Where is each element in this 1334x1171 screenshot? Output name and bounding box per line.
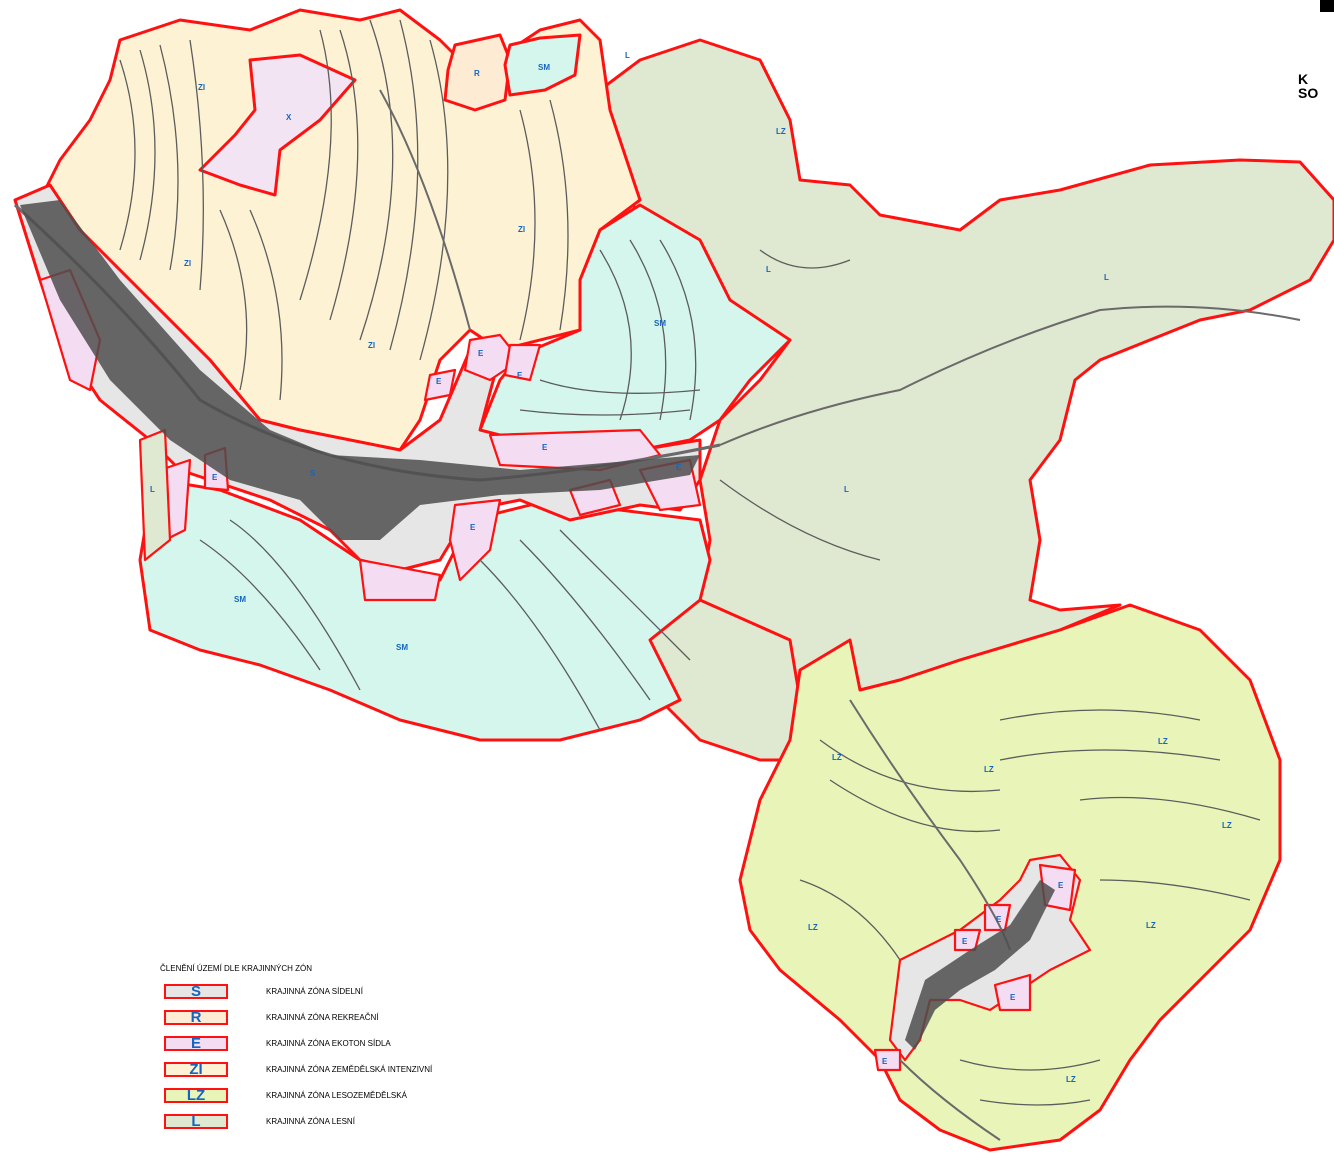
label-e-se4: E — [882, 1057, 888, 1066]
zone-sm-north — [503, 33, 582, 97]
label-zi-1: ZI — [198, 83, 205, 92]
label-e-se1: E — [1058, 881, 1064, 890]
label-x: X — [286, 113, 292, 122]
label-lz-4: LZ — [1222, 821, 1232, 830]
settlement-built-area — [20, 200, 1055, 1050]
map-title-line1: K — [1298, 71, 1309, 87]
legend-swatch: R — [164, 1009, 228, 1026]
legend-swatch: E — [164, 1035, 228, 1052]
label-e-west: E — [212, 473, 218, 482]
legend-label: KRAJINNÁ ZÓNA EKOTON SÍDLA — [266, 1039, 391, 1048]
zone-e-se4 — [873, 1048, 902, 1072]
zone-e-5 — [448, 498, 502, 582]
label-e-5: E — [470, 523, 476, 532]
label-lz-north: LZ — [776, 127, 786, 136]
legend-label: KRAJINNÁ ZÓNA REKREAČNÍ — [266, 1013, 379, 1022]
label-e-se3: E — [1010, 993, 1016, 1002]
map-title: K SO — [1298, 72, 1318, 100]
parcel-lines — [119, 19, 1261, 1106]
label-lz-6: LZ — [1146, 921, 1156, 930]
zone-recreation — [443, 33, 512, 112]
legend-item: L KRAJINNÁ ZÓNA LESNÍ — [164, 1113, 484, 1132]
label-e-se5: E — [962, 937, 968, 946]
label-e-6: E — [676, 463, 682, 472]
legend-label: KRAJINNÁ ZÓNA LESNÍ — [266, 1117, 355, 1126]
zone-x — [198, 53, 357, 197]
label-zi-4: ZI — [368, 341, 375, 350]
legend-item: ZI KRAJINNÁ ZÓNA ZEMĚDĚLSKÁ INTENZIVNÍ — [164, 1061, 484, 1080]
legend-item: S KRAJINNÁ ZÓNA SÍDELNÍ — [164, 983, 484, 1002]
label-l-east: L — [1104, 273, 1109, 282]
label-sm-sw: SM — [234, 595, 246, 604]
label-lz-2: LZ — [984, 765, 994, 774]
zone-e-se3 — [993, 973, 1032, 1012]
zone-forest-east — [598, 38, 1334, 722]
legend-label: KRAJINNÁ ZÓNA ZEMĚDĚLSKÁ INTENZIVNÍ — [266, 1065, 433, 1074]
label-e-1: E — [478, 349, 484, 358]
legend: ČLENĚNÍ ÚZEMÍ DLE KRAJINNÝCH ZÓN S KRAJIN… — [160, 964, 484, 1130]
label-r: R — [474, 69, 480, 78]
zone-e-south — [358, 558, 442, 602]
label-sm-mid: SM — [654, 319, 666, 328]
label-s-main: S — [310, 469, 316, 478]
label-l-north: L — [625, 51, 630, 60]
legend-swatch: ZI — [164, 1061, 228, 1078]
label-zi-3: ZI — [184, 259, 191, 268]
legend-title: ČLENĚNÍ ÚZEMÍ DLE KRAJINNÝCH ZÓN — [160, 964, 313, 973]
zone-lz — [738, 603, 1282, 1152]
label-l-center: L — [844, 485, 849, 494]
legend-swatch: L — [164, 1113, 228, 1130]
label-l-mid: L — [766, 265, 771, 274]
label-lz-3: LZ — [1158, 737, 1168, 746]
legend-item: R KRAJINNÁ ZÓNA REKREAČNÍ — [164, 1009, 484, 1028]
label-sm-s: SM — [396, 643, 408, 652]
label-lz-5: LZ — [808, 923, 818, 932]
label-sm-north: SM — [538, 63, 550, 72]
zone-l-west — [138, 428, 172, 562]
label-l-west: L — [150, 485, 155, 494]
label-e-se2: E — [996, 915, 1002, 924]
legend-item: E KRAJINNÁ ZÓNA EKOTON SÍDLA — [164, 1035, 484, 1054]
label-zi-2: ZI — [518, 225, 525, 234]
label-e-3: E — [517, 371, 523, 380]
legend-swatch: S — [164, 983, 228, 1000]
legend-swatch: LZ — [164, 1087, 228, 1104]
legend-item: LZ KRAJINNÁ ZÓNA LESOZEMĚDĚLSKÁ — [164, 1087, 484, 1106]
label-e-4: E — [542, 443, 548, 452]
map-title-line2: SO — [1298, 85, 1319, 101]
label-lz-1: LZ — [832, 753, 842, 762]
legend-label: KRAJINNÁ ZÓNA SÍDELNÍ — [266, 987, 363, 996]
zone-e-3 — [503, 343, 542, 382]
label-e-2: E — [436, 377, 442, 386]
zone-labels: X R SM L LZ ZI ZI ZI ZI L SM L L E E E E… — [150, 51, 1232, 1084]
label-lz-7: LZ — [1066, 1075, 1076, 1084]
zone-e-2 — [423, 368, 457, 402]
corner-mark — [1320, 0, 1334, 12]
legend-label: KRAJINNÁ ZÓNA LESOZEMĚDĚLSKÁ — [266, 1091, 407, 1100]
